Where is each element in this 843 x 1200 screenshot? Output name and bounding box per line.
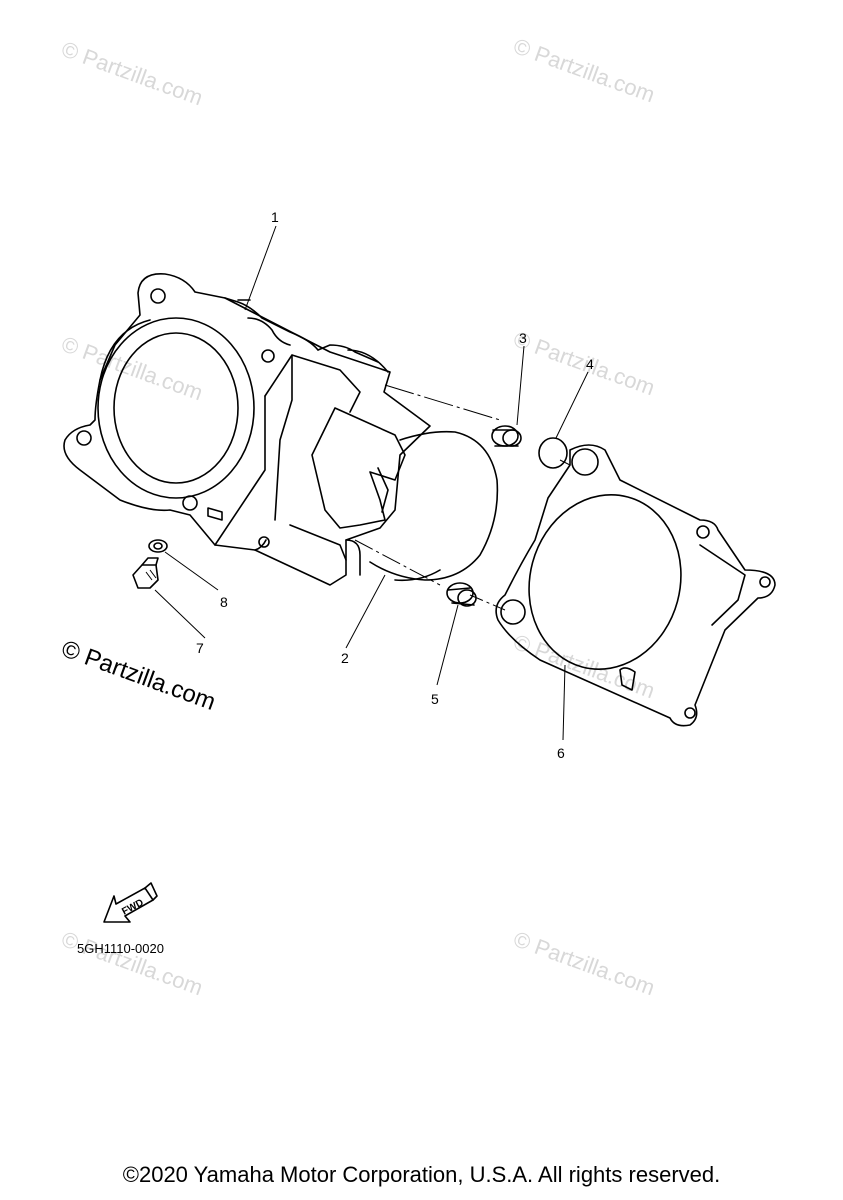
- cylinder-base-gasket: [495, 444, 776, 727]
- bolt: [132, 557, 159, 589]
- watermark-bottom-right: © Partzilla.com: [510, 926, 658, 1000]
- watermark-bottom-left: © Partzilla.com: [58, 926, 206, 1000]
- watermark-lower-right: © Partzilla.com: [510, 629, 658, 703]
- watermark-prominent: © Partzilla.com: [58, 635, 219, 716]
- callout-1: 1: [271, 209, 279, 225]
- callout-7: 7: [196, 640, 204, 656]
- callout-3: 3: [519, 330, 527, 346]
- callout-2: 2: [341, 650, 349, 666]
- dowel-pin-lower: [446, 582, 477, 607]
- washer: [148, 539, 168, 553]
- watermark-mid-right: © Partzilla.com: [510, 326, 658, 400]
- callout-4: 4: [586, 356, 594, 372]
- watermark-top-left: © Partzilla.com: [58, 36, 206, 110]
- forward-arrow-icon: FWD: [103, 882, 158, 923]
- cylinder-liner-seal: [369, 430, 499, 582]
- o-ring: [538, 437, 568, 469]
- watermark-top-right: © Partzilla.com: [510, 33, 658, 107]
- watermarks: © Partzilla.com © Partzilla.com © Partzi…: [58, 33, 658, 1000]
- callout-5: 5: [431, 691, 439, 707]
- dowel-pin-upper: [491, 425, 522, 447]
- callout-numbers: 1 3 4 8 7 2 5 6: [196, 209, 594, 761]
- cylinder-body: [63, 273, 431, 586]
- callout-8: 8: [220, 594, 228, 610]
- leader-lines: [154, 225, 589, 741]
- copyright-notice: ©2020 Yamaha Motor Corporation, U.S.A. A…: [122, 1162, 721, 1187]
- watermark-mid-left: © Partzilla.com: [58, 331, 206, 405]
- diagram-code: 5GH1110-0020: [77, 941, 164, 956]
- callout-6: 6: [557, 745, 565, 761]
